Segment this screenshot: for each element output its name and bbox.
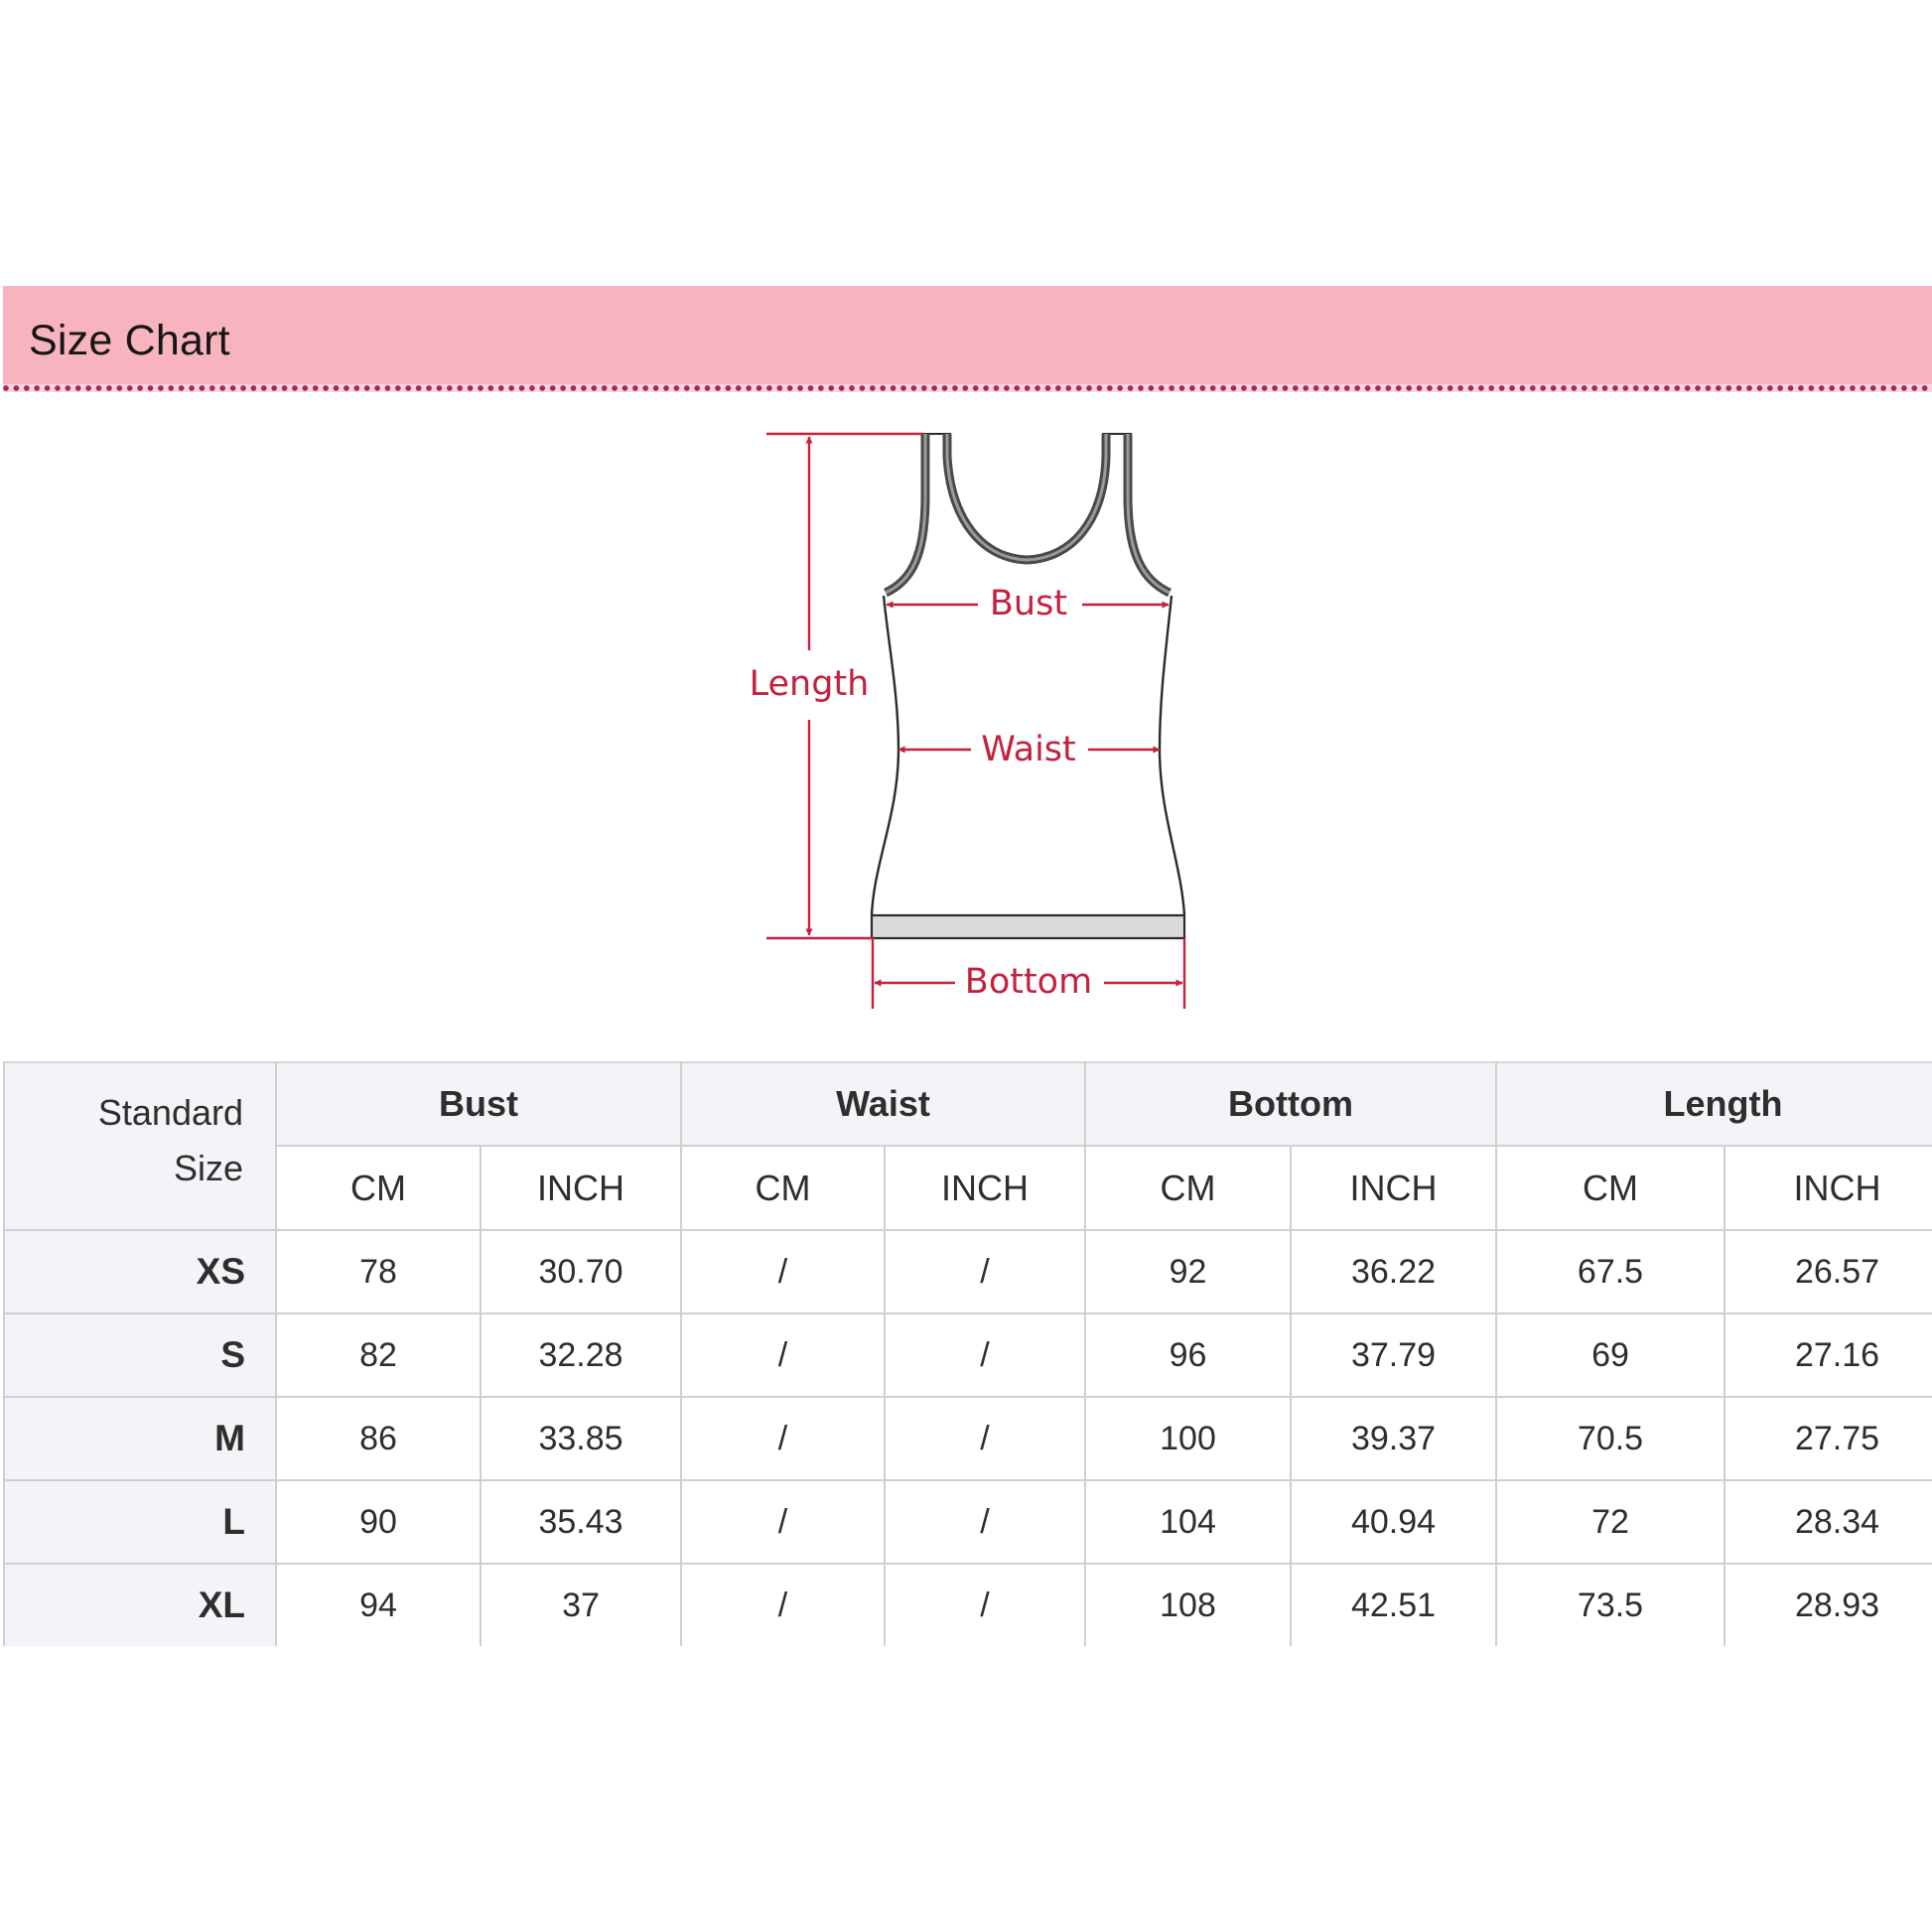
- bust-cm: 82: [275, 1312, 482, 1398]
- unit-header: INCH: [480, 1145, 682, 1231]
- bust-inch: 37: [480, 1563, 682, 1646]
- table-row: L 90 35.43 / / 104 40.94 72 28.34: [3, 1479, 1932, 1565]
- table-unit-header-row: CM INCH CM INCH CM INCH CM INCH: [4, 1145, 1932, 1231]
- hem-band: [870, 913, 1186, 940]
- bottom-cm: 92: [1084, 1229, 1292, 1314]
- unit-header: CM: [1495, 1145, 1725, 1231]
- bust-header: Bust: [275, 1061, 682, 1147]
- unit-header: INCH: [884, 1145, 1086, 1231]
- waist-inch: /: [884, 1396, 1086, 1481]
- unit-header: CM: [275, 1145, 482, 1231]
- tank-top-diagram: Length Bust Waist Bottom: [0, 397, 1932, 1033]
- unit-header: INCH: [1723, 1145, 1932, 1231]
- bottom-header: Bottom: [1084, 1061, 1497, 1147]
- bust-cm: 94: [275, 1563, 482, 1646]
- waist-cm: /: [680, 1479, 886, 1565]
- bottom-inch: 37.79: [1290, 1312, 1497, 1398]
- standard-size-line1: Standard: [97, 1092, 243, 1133]
- table-row: M 86 33.85 / / 100 39.37 70.5 27.75: [3, 1396, 1932, 1481]
- size-label: S: [3, 1312, 277, 1398]
- length-cm: 69: [1495, 1312, 1725, 1398]
- waist-cm: /: [680, 1396, 886, 1481]
- waist-inch: /: [884, 1563, 1086, 1646]
- dotted-divider: [3, 384, 1932, 392]
- length-inch: 28.93: [1723, 1563, 1932, 1646]
- bust-cm: 90: [275, 1479, 482, 1565]
- bottom-label: Bottom: [958, 962, 1099, 1002]
- standard-size-line2: Size: [173, 1148, 243, 1188]
- unit-header: INCH: [1290, 1145, 1497, 1231]
- length-cm: 73.5: [1495, 1563, 1725, 1646]
- waist-header: Waist: [680, 1061, 1086, 1147]
- table-group-header-row: Standard Size Bust Waist Bottom Length: [3, 1061, 1932, 1231]
- tank-top-illustration: [766, 432, 1186, 1009]
- length-cm: 67.5: [1495, 1229, 1725, 1314]
- waist-inch: /: [884, 1479, 1086, 1565]
- bust-inch: 30.70: [480, 1229, 682, 1314]
- size-label: XS: [3, 1229, 277, 1314]
- bust-cm: 78: [275, 1229, 482, 1314]
- table-row: S 82 32.28 / / 96 37.79 69 27.16: [3, 1312, 1932, 1398]
- size-chart-header: Size Chart: [3, 286, 1932, 384]
- bust-inch: 32.28: [480, 1312, 682, 1398]
- length-inch: 26.57: [1723, 1229, 1932, 1314]
- bottom-inch: 39.37: [1290, 1396, 1497, 1481]
- bottom-inch: 42.51: [1290, 1563, 1497, 1646]
- bottom-inch: 36.22: [1290, 1229, 1497, 1314]
- size-table: Standard Size Bust Waist Bottom Length C…: [3, 1061, 1932, 1646]
- garment-outline: [870, 433, 1186, 916]
- bust-label: Bust: [983, 584, 1074, 623]
- bust-cm: 86: [275, 1396, 482, 1481]
- length-inch: 27.16: [1723, 1312, 1932, 1398]
- measure-lines: [766, 432, 1186, 1009]
- bottom-cm: 108: [1084, 1563, 1292, 1646]
- length-inch: 27.75: [1723, 1396, 1932, 1481]
- length-header: Length: [1494, 1061, 1932, 1147]
- length-label: Length: [739, 664, 880, 704]
- waist-cm: /: [680, 1563, 886, 1646]
- waist-inch: /: [884, 1312, 1086, 1398]
- size-label: XL: [3, 1563, 277, 1646]
- standard-size-header: Standard Size: [3, 1061, 277, 1231]
- unit-header: CM: [1084, 1145, 1292, 1231]
- bottom-cm: 100: [1084, 1396, 1292, 1481]
- waist-label: Waist: [975, 730, 1082, 769]
- table-row: XL 94 37 / / 108 42.51 73.5 28.93: [3, 1563, 1932, 1646]
- waist-cm: /: [680, 1312, 886, 1398]
- unit-header: CM: [680, 1145, 886, 1231]
- length-inch: 28.34: [1723, 1479, 1932, 1565]
- waist-cm: /: [680, 1229, 886, 1314]
- size-label: L: [3, 1479, 277, 1565]
- bottom-inch: 40.94: [1290, 1479, 1497, 1565]
- bottom-cm: 104: [1084, 1479, 1292, 1565]
- bust-inch: 35.43: [480, 1479, 682, 1565]
- garment-binding-inner: [885, 434, 1171, 595]
- length-cm: 70.5: [1495, 1396, 1725, 1481]
- page-title: Size Chart: [29, 317, 230, 364]
- table-row: XS 78 30.70 / / 92 36.22 67.5 26.57: [3, 1229, 1932, 1314]
- bust-inch: 33.85: [480, 1396, 682, 1481]
- waist-inch: /: [884, 1229, 1086, 1314]
- length-cm: 72: [1495, 1479, 1725, 1565]
- size-label: M: [3, 1396, 277, 1481]
- bottom-cm: 96: [1084, 1312, 1292, 1398]
